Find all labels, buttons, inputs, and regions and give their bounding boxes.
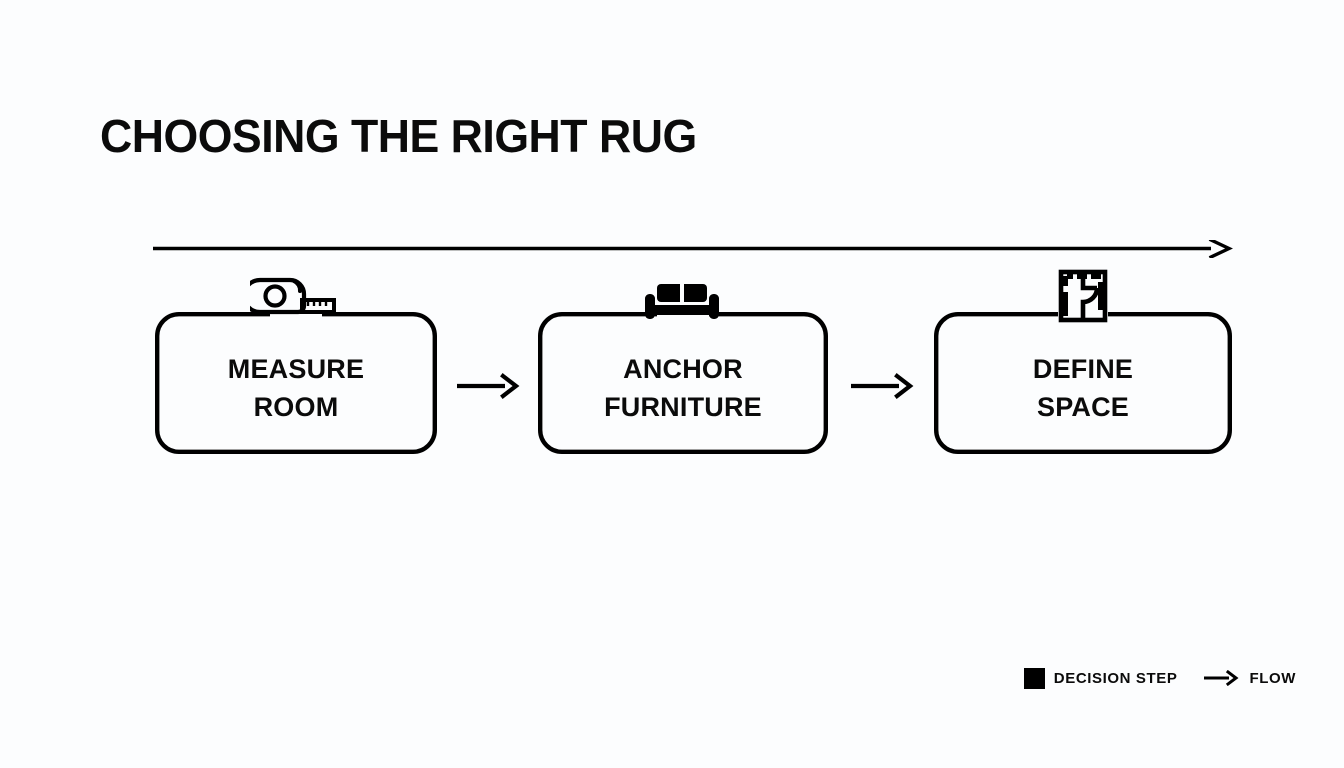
sofa-icon bbox=[635, 268, 731, 324]
floor-plan-icon bbox=[1035, 268, 1131, 324]
step-box-outline bbox=[538, 312, 828, 454]
legend: DECISION STEP FLOW bbox=[1023, 666, 1296, 690]
flow-step-anchor-furniture[interactable]: ANCHOR FURNITURE bbox=[538, 284, 828, 454]
page-title: CHOOSING THE RIGHT RUG bbox=[100, 110, 697, 162]
flow-step-measure-room[interactable]: MEASURE ROOM bbox=[155, 277, 437, 454]
connector-arrow-2 bbox=[851, 372, 915, 400]
connector-arrow-1 bbox=[457, 372, 521, 400]
legend-decision-step-label: DECISION STEP bbox=[1053, 669, 1178, 687]
step-box-outline bbox=[155, 312, 437, 454]
step-label-measure-room: MEASURE ROOM bbox=[227, 354, 365, 423]
tape-measure-icon bbox=[248, 268, 344, 324]
legend-decision-step-swatch bbox=[1023, 667, 1045, 689]
legend-flow-arrow-icon bbox=[1204, 670, 1240, 686]
flow-row: MEASURE ROOM bbox=[0, 269, 1344, 457]
timeline-arrow-icon bbox=[153, 237, 1233, 260]
step-label-define-space: DEFINE SPACE bbox=[1032, 354, 1134, 423]
arrow-right-icon bbox=[851, 373, 914, 399]
step-box-outline bbox=[934, 312, 1232, 454]
flow-step-define-space[interactable]: DEFINE SPACE bbox=[934, 269, 1232, 454]
arrow-right-icon bbox=[457, 373, 520, 399]
step-label-anchor-furniture: ANCHOR FURNITURE bbox=[604, 354, 762, 423]
legend-flow-label: FLOW bbox=[1249, 669, 1296, 687]
timeline-arrow bbox=[153, 237, 1233, 260]
